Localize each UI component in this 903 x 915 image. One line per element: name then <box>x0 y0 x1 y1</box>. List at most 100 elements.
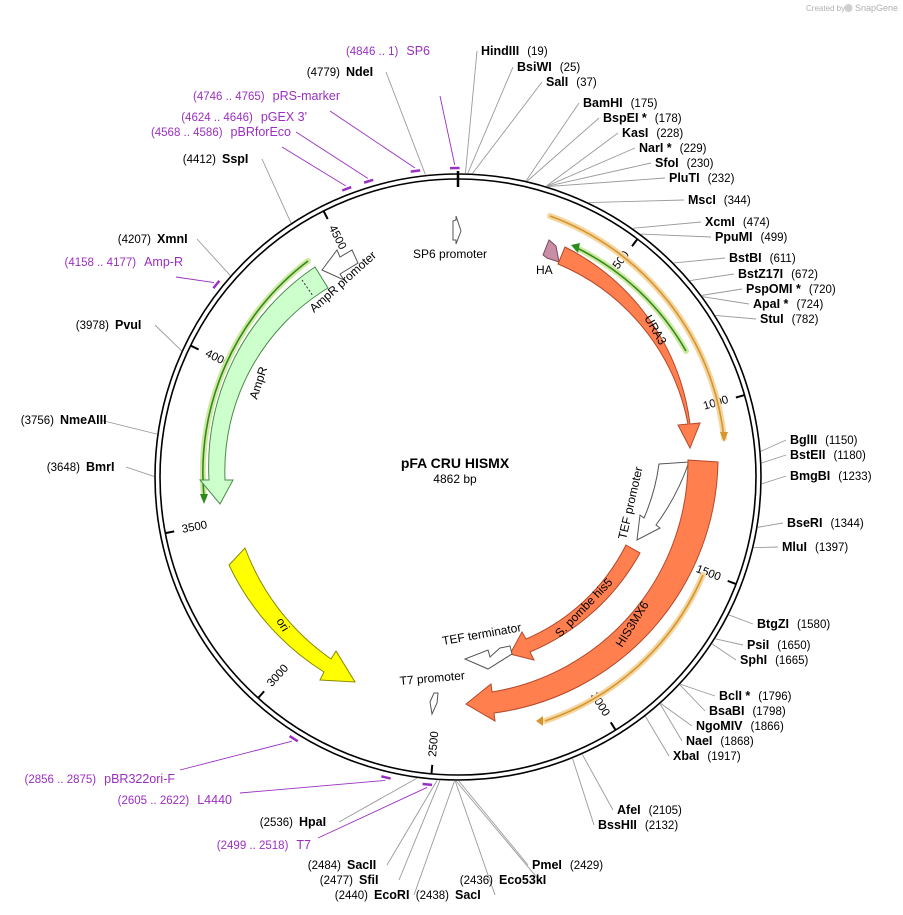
enzyme-position: (2536) <box>260 817 293 829</box>
his3mx6-arrow[interactable] <box>465 459 719 722</box>
primer-label[interactable]: Amp-R(4158 .. 4177) <box>64 255 183 269</box>
enzyme-name: BspEI * <box>603 111 647 125</box>
tef-terminator-label: TEF terminator <box>441 620 522 648</box>
enzyme-site[interactable]: XbaI(1917) <box>673 749 741 763</box>
enzyme-leader-4 <box>527 117 600 182</box>
ampr-arrow[interactable] <box>198 266 329 505</box>
enzyme-site[interactable]: (3648)BmrI <box>47 460 115 474</box>
enzyme-site[interactable]: BseRI(1344) <box>787 516 864 530</box>
enzyme-position: (1650) <box>777 640 810 652</box>
primer-label[interactable]: SP6(4846 .. 1) <box>346 44 430 58</box>
ori-label: ori <box>273 615 292 634</box>
enzyme-position: (2477) <box>320 875 353 887</box>
primer-site-1[interactable] <box>410 169 421 173</box>
tick-label-3500: 3500 <box>181 519 208 536</box>
enzyme-site[interactable]: (4412)SspI <box>183 152 249 166</box>
enzyme-site[interactable]: BstZ17I(672) <box>738 267 818 281</box>
enzyme-position: (3648) <box>47 462 80 474</box>
enzyme-site[interactable]: BspEI *(178) <box>603 111 682 125</box>
primer-label[interactable]: L4440(2605 .. 2622) <box>118 793 232 807</box>
enzyme-site[interactable]: BamHI(175) <box>583 96 658 110</box>
enzyme-site[interactable]: BstBI(611) <box>729 251 796 265</box>
enzyme-site[interactable]: (2477)SfiI <box>320 873 379 887</box>
primer-label[interactable]: pBR322ori-F(2856 .. 2875) <box>25 772 176 786</box>
enzyme-leader-5 <box>546 132 619 187</box>
ori-arrow[interactable] <box>228 547 356 683</box>
enzyme-site[interactable]: BclI *(1796) <box>719 689 792 703</box>
enzyme-site[interactable]: PluTI(232) <box>669 171 735 185</box>
enzyme-site[interactable]: (4207)XmnI <box>118 232 188 246</box>
primer-site-6[interactable] <box>381 775 391 780</box>
enzyme-site[interactable]: BstEII(1180) <box>790 448 866 462</box>
enzyme-site[interactable]: HindIII(19) <box>481 44 548 58</box>
primer-site-3[interactable] <box>341 185 352 192</box>
tef-promoter-arrow[interactable] <box>636 461 690 541</box>
ampr-promoter-arrow[interactable] <box>321 249 359 282</box>
enzyme-site[interactable]: MluI(1397) <box>782 540 848 554</box>
enzyme-name: BmgBI <box>790 469 830 483</box>
primer-label[interactable]: pGEX 3'(4624 .. 4646) <box>181 110 307 124</box>
enzyme-site[interactable]: BssHII(2132) <box>598 818 678 832</box>
tef-terminator-arrow[interactable] <box>463 645 513 670</box>
primer-site-7[interactable] <box>422 782 433 787</box>
enzyme-site[interactable]: NgoMIV(1866) <box>696 719 784 733</box>
enzyme-site[interactable]: BsiWI(25) <box>517 60 580 74</box>
enzyme-site[interactable]: ApaI *(724) <box>753 297 823 311</box>
primer-label[interactable]: pBRforEco(4568 .. 4586) <box>151 125 291 139</box>
enzyme-site[interactable]: (4779)NdeI <box>307 65 373 79</box>
snapgene-credit: Created by SnapGene <box>806 3 898 13</box>
enzyme-site[interactable]: (3978)PvuI <box>76 318 142 332</box>
enzyme-name: BstZ17I <box>738 267 783 281</box>
enzyme-position: (229) <box>680 143 707 155</box>
orf-green-right-arc[interactable] <box>576 247 687 352</box>
enzyme-leader-28 <box>659 703 683 742</box>
enzyme-site[interactable]: BsaBI(1798) <box>709 704 786 718</box>
enzyme-site[interactable]: AfeI(2105) <box>617 803 682 817</box>
enzyme-site[interactable]: (2440)EcoRI <box>335 888 410 902</box>
enzyme-leader-27 <box>660 703 693 727</box>
enzyme-position: (1866) <box>751 721 784 733</box>
primer-label[interactable]: pRS-marker(4746 .. 4765) <box>193 89 340 103</box>
enzyme-site[interactable]: (2438)SacI <box>416 888 481 902</box>
enzyme-site[interactable]: PspOMI *(720) <box>746 282 836 296</box>
primer-leader-lines <box>175 95 460 839</box>
t7-promoter-arrow[interactable] <box>429 692 439 716</box>
enzyme-site[interactable]: PsiI(1650) <box>747 638 811 652</box>
enzyme-site[interactable]: (2436)Eco53kI <box>460 873 547 887</box>
enzyme-site[interactable]: (3756)NmeAIII <box>21 413 107 427</box>
enzyme-position: (1580) <box>797 619 830 631</box>
enzyme-site[interactable]: StuI(782) <box>760 312 819 326</box>
enzyme-site[interactable]: NarI *(229) <box>639 141 707 155</box>
enzyme-site[interactable]: KasI(228) <box>622 126 683 140</box>
enzyme-site[interactable]: XcmI(474) <box>705 215 770 229</box>
ha-tag-arrow[interactable] <box>542 239 560 263</box>
primer-site-5[interactable] <box>288 735 299 743</box>
enzyme-position: (2429) <box>570 860 603 872</box>
primer-label[interactable]: T7(2499 .. 2518) <box>217 838 311 852</box>
enzyme-site[interactable]: SphI(1665) <box>740 653 809 667</box>
primer-leader-1 <box>329 110 416 169</box>
enzyme-name: PluTI <box>669 171 700 185</box>
enzyme-site[interactable]: NaeI(1868) <box>686 734 754 748</box>
primer-site-4[interactable] <box>212 279 221 290</box>
enzyme-site[interactable]: PmeI(2429) <box>532 858 603 872</box>
orf-ura3-arc[interactable] <box>549 215 725 439</box>
enzyme-site[interactable]: PpuMI(499) <box>715 230 788 244</box>
enzyme-name: MluI <box>782 540 807 554</box>
ura3-arrow[interactable] <box>557 246 701 450</box>
orf-ampr-arc[interactable] <box>202 260 309 498</box>
enzyme-site[interactable]: BglII(1150) <box>790 433 858 447</box>
enzyme-site[interactable]: (2484)SacII <box>308 858 376 872</box>
enzyme-site[interactable]: BmgBI(1233) <box>790 469 872 483</box>
enzyme-site[interactable]: SalI(37) <box>546 75 597 89</box>
orf-ampr-arrowhead <box>200 494 208 504</box>
enzyme-site[interactable]: (2536)HpaI <box>260 815 326 829</box>
enzyme-site[interactable]: BtgZI(1580) <box>757 617 830 631</box>
enzyme-site[interactable]: SfoI(230) <box>655 156 714 170</box>
enzyme-position: (1798) <box>752 706 785 718</box>
sp6-promoter-arrow[interactable] <box>452 215 462 245</box>
s-pombe-his5-arrow[interactable] <box>509 544 641 661</box>
primer-site-2[interactable] <box>363 178 374 184</box>
enzyme-site[interactable]: MscI(344) <box>688 193 751 207</box>
orf-his3mx6-arc[interactable] <box>544 574 704 722</box>
